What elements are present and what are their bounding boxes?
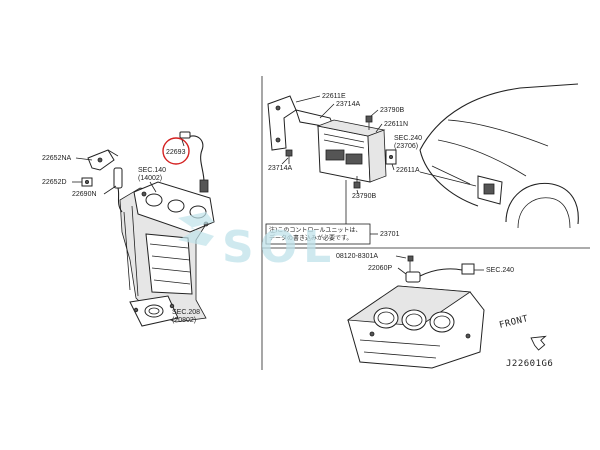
label-22690n: 22690N [72,191,97,198]
label-23714a-top: 23714A [336,101,360,108]
front-arrow-icon [530,335,547,351]
label-sec240b: SEC.240 [486,267,514,274]
note-line-1: 注)このコントロールユニットは、 [269,226,361,234]
bolt-23714a-left [285,149,293,164]
highlight-circle [162,137,190,165]
label-23790b-bottom: 23790B [352,193,376,200]
bolt-08120-8301a [407,255,414,272]
sensor-bracket-22652na [87,149,119,171]
label-22611a: 22611A [396,167,420,174]
label-22652d: 22652D [42,179,67,186]
control-unit-23701 [316,119,387,183]
knock-sensor-22060p [405,263,475,283]
label-23714a-left: 23714A [268,165,292,172]
label-sec140-sub: (14002) [138,175,162,182]
label-23790b-top: 23790B [380,107,404,114]
front-label: FRONT [498,314,529,331]
harness-clip-22652d [81,177,93,187]
label-sec240a-sub: (23706) [394,143,418,150]
oxygen-sensor-22693 [162,131,209,193]
label-sec208-sub: (20802) [172,317,196,324]
note-line-2: データの書き込みが必要です。 [269,234,352,242]
connector-22611a [385,149,397,165]
vehicle-front-view [419,83,579,229]
exhaust-manifold-assembly [119,181,215,327]
label-bolt: 08120-8301A [336,253,378,260]
label-23701: 23701 [380,231,400,238]
label-sec140: SEC.140 [138,167,166,174]
watermark: SOL [178,212,337,273]
diagram-code: J22601G6 [506,359,553,369]
label-sec208: SEC.208 [172,309,200,316]
label-22060p: 22060P [368,265,392,272]
label-22611n: 22611N [384,121,408,128]
label-22652na: 22652NA [42,155,72,162]
watermark-logo-icon [178,212,214,246]
bolt-23790b-bottom [353,176,361,189]
oxygen-sensor-22690n [113,167,123,213]
label-sec240a: SEC.240 [394,135,422,142]
watermark-text: SOL [222,222,337,273]
engine-block [346,285,485,369]
label-22693: 22693 [166,149,186,156]
label-22611e: 22611E [322,93,346,100]
bolt-23790b-top [365,115,373,130]
